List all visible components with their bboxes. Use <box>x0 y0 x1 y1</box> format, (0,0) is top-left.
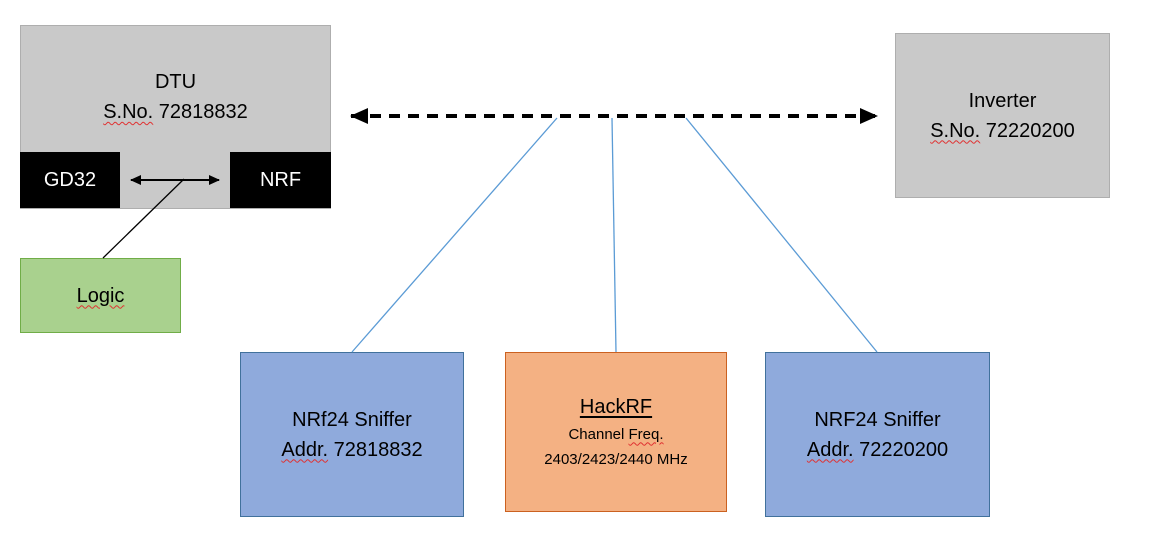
hackrf-title: HackRF <box>579 395 653 418</box>
tap-line-hackrf <box>611 117 617 353</box>
sniffer-right-addr-value: 72220200 <box>859 438 949 461</box>
inverter-node: Inverter S.No. 72220200 <box>895 33 1110 198</box>
tap-line-sniffer-right <box>685 117 878 353</box>
hackrf-freq-label: Freq. <box>628 425 664 443</box>
nrf-label: NRF <box>259 169 302 191</box>
inverter-title: Inverter <box>968 89 1037 112</box>
sniffer-left-addr-value: 72818832 <box>333 438 423 461</box>
dtu-serial-value: 72818832 <box>158 101 248 123</box>
sniffer-left-addr-label: Addr. <box>281 438 329 461</box>
dtu-serial: S.No. 72818832 <box>103 97 248 127</box>
inverter-serial-value: 72220200 <box>985 119 1075 142</box>
sniffer-right-node: NRF24 Sniffer Addr. 72220200 <box>765 352 990 517</box>
gd32-label: GD32 <box>43 169 97 191</box>
logic-node: Logic <box>20 258 181 333</box>
sniffer-right-title: NRF24 Sniffer <box>814 408 941 431</box>
hackrf-node: HackRF Channel Freq. 2403/2423/2440 MHz <box>505 352 727 512</box>
dtu-title: DTU <box>154 71 197 93</box>
nrf-node: NRF <box>230 152 331 208</box>
sniffer-left-title: NRf24 Sniffer <box>292 408 412 431</box>
hackrf-channel-label: Channel <box>568 425 625 443</box>
gd32-node: GD32 <box>20 152 120 208</box>
sniffer-right-addr-label: Addr. <box>806 438 854 461</box>
hackrf-freq-values: 2403/2423/2440 MHz <box>544 451 688 468</box>
dtu-serial-label: S.No. <box>103 101 154 123</box>
logic-label: Logic <box>76 284 125 307</box>
sniffer-right-addr: Addr. 72220200 <box>807 435 948 465</box>
hackrf-channel-line: Channel Freq. <box>568 422 663 448</box>
inverter-serial-label: S.No. <box>930 119 981 142</box>
inverter-serial: S.No. 72220200 <box>930 116 1075 146</box>
sniffer-left-addr: Addr. 72818832 <box>281 435 422 465</box>
tap-line-sniffer-left <box>351 117 558 353</box>
sniffer-left-node: NRf24 Sniffer Addr. 72818832 <box>240 352 464 517</box>
